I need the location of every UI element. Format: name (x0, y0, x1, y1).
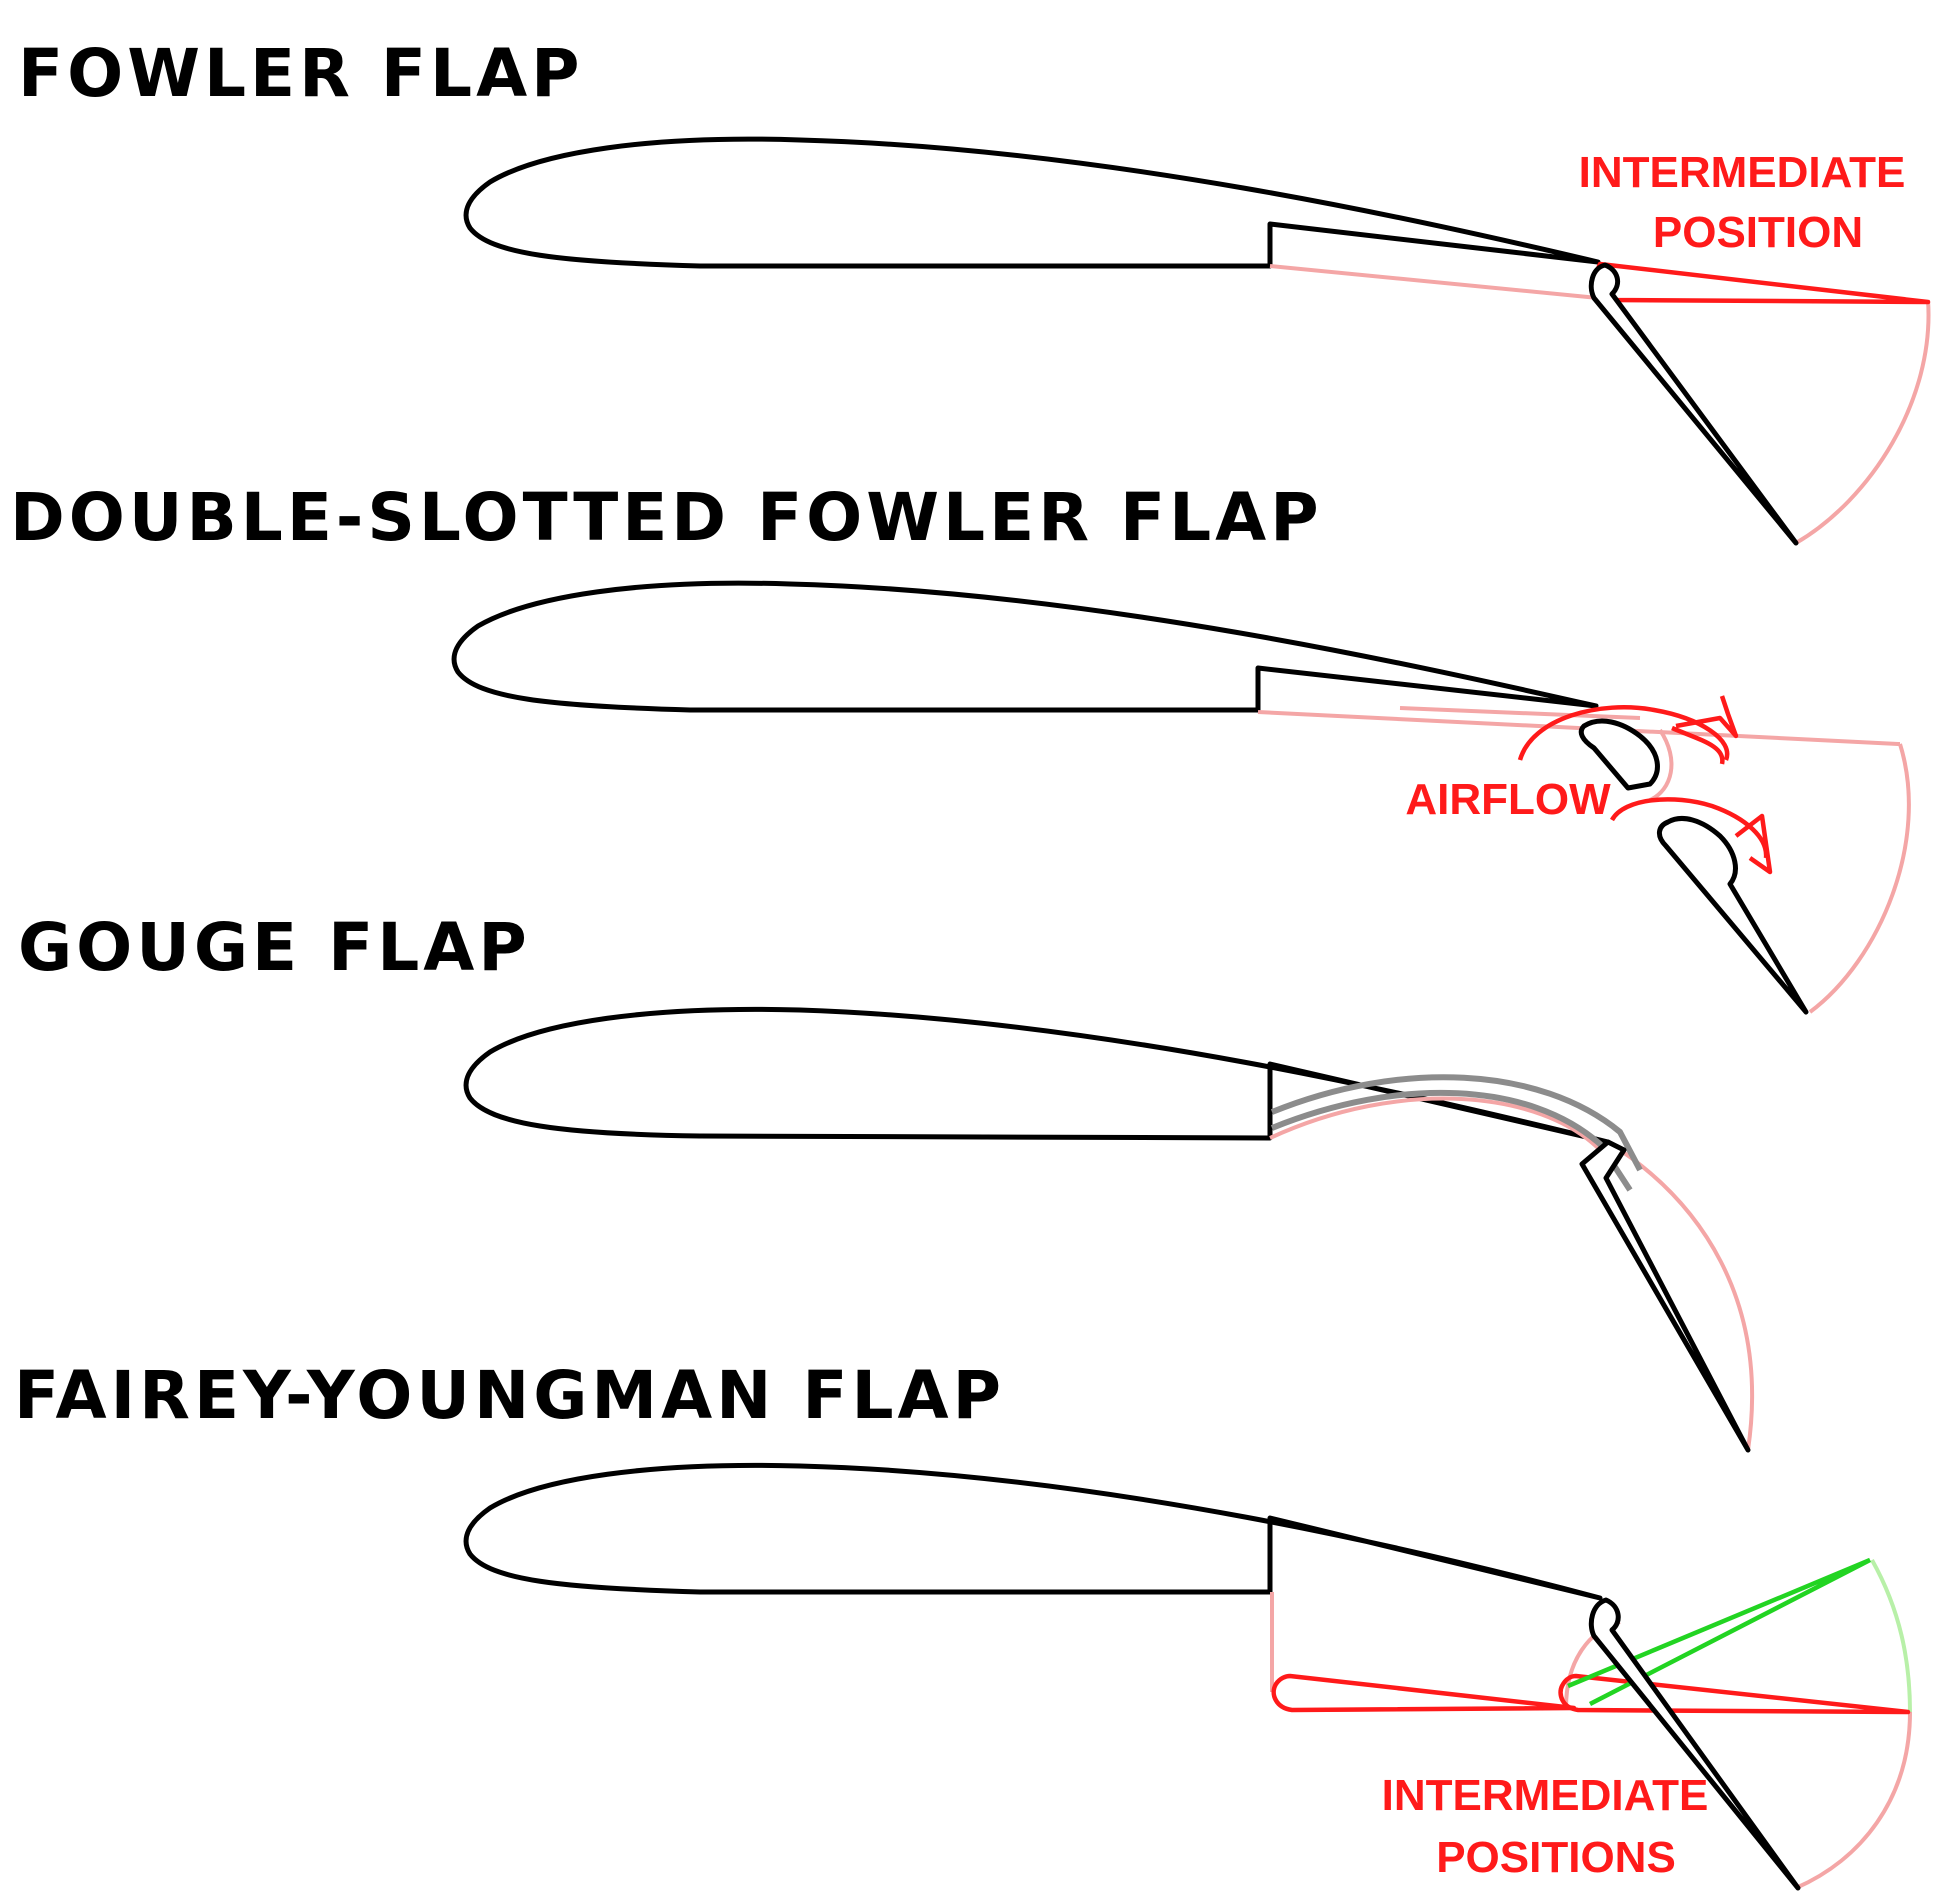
panel-title: DOUBLE-SLOTTED FOWLER FLAP (10, 479, 1323, 556)
intermediate-flap-outline (1593, 261, 1931, 305)
airflow-arrow-upper (1517, 705, 1730, 761)
flap-travel-arc (1808, 743, 1911, 1014)
retracted-flap-outline (1257, 710, 1900, 746)
flap-travel-arc (1794, 299, 1931, 545)
wing-profile (451, 580, 1599, 713)
panel-fowler-flap: FOWLER FLAP INTERMEDIATE POSITION (18, 35, 1931, 546)
intermediate-green-flap (1567, 1557, 1872, 1707)
wing-profile (463, 1006, 1611, 1145)
wing-profile (463, 1462, 1603, 1601)
airflow-label: AIRFLOW (1405, 775, 1611, 824)
panel-fairey-youngman-flap: FAIREY-YOUNGMAN FLAP INTERMEDIATE POSITI… (14, 1357, 1912, 1891)
annotation-line: INTERMEDIATE (1382, 1771, 1709, 1820)
panel-double-slotted-fowler-flap: DOUBLE-SLOTTED FOWLER FLAP AIRFLOW (10, 479, 1911, 1015)
retracted-flap-outline (1269, 264, 1599, 300)
airflow-arrowhead-upper (1675, 695, 1739, 739)
extended-flap (1588, 262, 1799, 546)
retracted-flap-outline (1269, 1096, 1602, 1152)
slot-curve (1649, 728, 1674, 802)
gouge-track-inner (1270, 1089, 1633, 1192)
retracted-red-flap (1271, 1673, 1577, 1713)
flap-travel-arc-upper (1870, 1559, 1912, 1713)
panel-title: FAIREY-YOUNGMAN FLAP (14, 1357, 1005, 1434)
panel-title: GOUGE FLAP (18, 909, 531, 986)
extended-flap (1579, 1139, 1751, 1453)
airflow-arrowhead-upper-tip (1671, 725, 1725, 765)
airflow-arrow-lower (1610, 797, 1769, 859)
vane-retracted-outline (1399, 706, 1641, 720)
flap-travel-arc-lower (1795, 1711, 1912, 1890)
fore-vane (1578, 718, 1660, 791)
intermediate-red-flap (1558, 1673, 1911, 1715)
extended-flap (1588, 1597, 1801, 1891)
main-flap (1657, 816, 1809, 1015)
gouge-track (1270, 1074, 1643, 1172)
wing-profile (463, 136, 1601, 269)
flap-travel-arc (1606, 1140, 1754, 1451)
annotation-line: POSITION (1653, 208, 1863, 257)
airflow-arrowhead-lower (1734, 813, 1773, 875)
annotation-line: POSITIONS (1436, 1833, 1676, 1882)
panel-gouge-flap: GOUGE FLAP (18, 909, 1754, 1453)
panel-title: FOWLER FLAP (18, 35, 584, 112)
annotation-line: INTERMEDIATE (1579, 148, 1906, 197)
